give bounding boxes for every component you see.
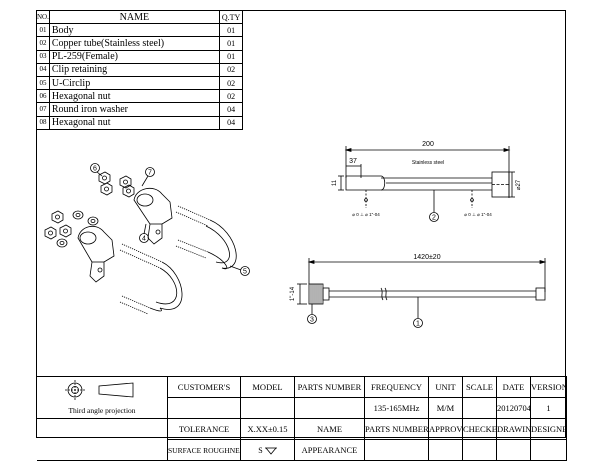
tb-label-name: NAME	[294, 418, 365, 440]
hex-nut-small	[51, 210, 64, 224]
title-block: Third angle projection CUSTOMER'S MODEL …	[36, 376, 567, 461]
tb-empty	[428, 439, 463, 461]
material-note: Stainless steel	[412, 160, 444, 166]
tb-value-date: 20120704	[496, 397, 531, 419]
clip-retaining-right	[133, 187, 173, 245]
tb-blank	[36, 418, 168, 440]
round-washer	[72, 210, 84, 220]
hex-nut-small	[44, 226, 57, 240]
dim-diameter: ⌀27	[516, 179, 522, 190]
part-name: Hexagonal nut	[48, 115, 220, 130]
callout-2: 2	[432, 215, 436, 222]
u-circlip-upper	[205, 219, 237, 270]
tb-value-frequency: 135-165MHz	[364, 397, 429, 419]
dim-end-length: 37	[349, 158, 357, 165]
dim-overall-length: 200	[422, 141, 434, 148]
round-washer	[56, 238, 68, 248]
clip-retaining-left	[77, 225, 115, 283]
title-row-1: Third angle projection CUSTOMER'S MODEL …	[36, 376, 567, 419]
tb-value-scale	[462, 397, 497, 419]
title-row-3: TOLERANCE X.XX±0.15 NAME PARTS NUMBER AP…	[36, 418, 567, 440]
tube-detail	[338, 146, 515, 212]
hex-nut-top	[119, 175, 135, 198]
part-name: Clip retaining	[48, 62, 220, 77]
u-circlip-lower	[149, 261, 183, 312]
part-qty: 02	[218, 62, 244, 77]
exploded-assembly	[44, 171, 237, 315]
title-row-4: SURFACE ROUGHNESS S APPEARANCE	[36, 439, 567, 461]
part-qty: 04	[218, 115, 244, 130]
tb-empty	[496, 439, 531, 461]
dim-connector: 1"-14	[290, 286, 296, 301]
part-name: U-Circlip	[48, 75, 220, 91]
part-no: 07	[36, 102, 50, 117]
tb-label-approved: APPROVED	[428, 418, 463, 440]
tb-label-parts-number-2: PARTS NUMBER	[364, 418, 429, 440]
tb-label-parts-number: PARTS NUMBER	[294, 376, 365, 398]
hex-nut-small	[59, 224, 72, 238]
tb-label-scale: SCALE	[462, 376, 497, 398]
tb-empty	[462, 439, 497, 461]
callout-6: 6	[93, 166, 97, 173]
threaded-rods	[119, 205, 211, 315]
dim-left-height: 11	[332, 179, 338, 186]
tb-empty	[364, 439, 429, 461]
tb-label-designed: DESIGNED	[530, 418, 567, 440]
hole-note-left: ⌀ 0 ⊥ ⌀ 1"-04	[352, 212, 380, 217]
part-qty: 02	[218, 75, 244, 91]
tb-label-customer: CUSTOMER'S	[167, 376, 241, 398]
round-washer	[87, 216, 99, 226]
tb-value-tolerance: X.XX±0.15	[240, 418, 295, 440]
callout-5: 5	[243, 269, 247, 276]
tb-blank	[36, 439, 168, 461]
tb-value-unit: M/M	[428, 397, 463, 419]
projection-label: Third angle projection	[68, 406, 136, 415]
tb-label-unit: UNIT	[428, 376, 463, 398]
dimension-labels: 200 37 Stainless steel ⌀27 11 ⌀ 0 ⊥ ⌀ 1"…	[290, 141, 522, 301]
body-detail	[297, 258, 547, 318]
tb-label-frequency: FREQUENCY	[364, 376, 429, 398]
tb-value-model	[240, 397, 295, 419]
tb-label-drawing: DRAWING	[496, 418, 531, 440]
tb-label-tolerance: TOLERANCE	[167, 418, 241, 440]
hole-note-right: ⌀ 0 ⊥ ⌀ 1"-04	[464, 212, 492, 217]
tb-value-roughness: S	[240, 439, 295, 461]
callout-1: 1	[416, 321, 420, 328]
roughness-symbol: S	[258, 445, 263, 455]
callout-4: 4	[142, 236, 146, 243]
tb-label-version: VERSION	[530, 376, 567, 398]
callout-circles	[90, 163, 439, 328]
projection-cell: Third angle projection	[36, 376, 168, 419]
part-qty: 02	[218, 89, 244, 104]
tb-value-parts-number	[294, 397, 365, 419]
technical-drawing: 1 2 3 4 5 6 7 200 37 Stainless steel ⌀27…	[44, 141, 547, 328]
hex-nut-top	[98, 171, 113, 196]
callout-3: 3	[310, 317, 314, 324]
tb-label-date: DATE	[496, 376, 531, 398]
roughness-triangle-icon	[264, 447, 277, 455]
tb-value-customer	[167, 397, 241, 419]
third-angle-projection-icon	[65, 380, 134, 400]
tb-empty	[530, 439, 567, 461]
tb-label-appearance: APPEARANCE	[294, 439, 365, 461]
dim-body-length: 1420±20	[413, 254, 440, 261]
tb-label-surface-roughness: SURFACE ROUGHNESS	[167, 439, 241, 461]
callout-7: 7	[148, 170, 152, 177]
tb-label-model: MODEL	[240, 376, 295, 398]
tb-value-version: 1	[530, 397, 567, 419]
callout-labels: 1 2 3 4 5 6 7	[93, 166, 436, 328]
part-qty: 04	[218, 102, 244, 117]
